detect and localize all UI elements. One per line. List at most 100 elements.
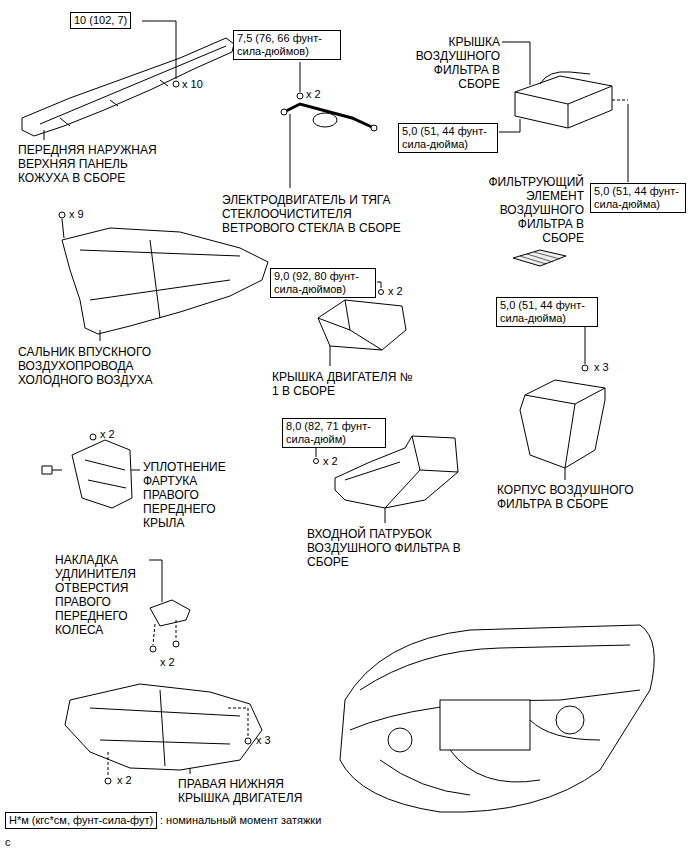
torque-value: 5,0 (51, 44 фунт-сила-дюйма): [402, 125, 494, 151]
torque-box: 8,0 (82, 71 фунт-сила-дюйм): [282, 418, 386, 448]
filter-pleats: [520, 252, 560, 264]
engine-cover-outline: [318, 300, 406, 350]
leader-line: [142, 21, 176, 79]
engine-hoses: [380, 720, 600, 795]
torque-value: 5,0 (51, 44 фунт-сила-дюйма): [594, 185, 682, 211]
leader-line: [377, 282, 381, 288]
bolt: [105, 778, 111, 784]
torque-value: 5,0 (51, 44 фунт-сила-дюйма): [500, 299, 594, 325]
cowl-panel-outline: [22, 38, 234, 136]
clip: [42, 466, 62, 474]
clip-line: [153, 620, 176, 645]
leader-line: [190, 768, 191, 774]
leader-line: [300, 62, 301, 92]
intake-seal: [62, 228, 268, 334]
engine-block: [440, 700, 530, 750]
bolt: [173, 81, 179, 87]
filter-element: [513, 250, 566, 266]
clamp-line: [612, 100, 628, 101]
seal-detail: [80, 240, 240, 318]
torque-box: 9,0 (92, 80 фунт-сила-дюймов): [270, 268, 376, 298]
wiper-pivot: [371, 125, 377, 131]
leader-line: [565, 468, 566, 480]
part-name: ВХОДНОЙ ПАТРУБОК ВОЗДУШНОГО ФИЛЬТРА В СБ…: [307, 527, 472, 569]
filter-outline: [513, 250, 566, 266]
leader-line: [628, 104, 629, 182]
torque-value: 7,5 (76, 66 фунт-сила-дюймов): [237, 32, 337, 58]
quantity-label: x 2: [160, 656, 175, 669]
torque-box: 10 (102, 7): [70, 12, 131, 29]
leader-line: [330, 346, 331, 366]
case-detail: [525, 388, 605, 468]
bolt: [90, 434, 96, 440]
bolt: [245, 738, 251, 744]
torque-box: 7,5 (76, 66 фунт-сила-дюймов): [233, 30, 341, 60]
legend-note: : номинальный момент затяжки: [160, 814, 321, 827]
fender-seal: [72, 440, 132, 508]
leader-line: [44, 130, 45, 140]
part-name: УПЛОТНЕНИЕ ФАРТУКА ПРАВОГО ПЕРЕДНЕГО КРЫ…: [143, 460, 238, 530]
wiper-pivot: [281, 109, 287, 115]
cowl-panel-detail: [40, 46, 226, 126]
engine-cover: [318, 300, 406, 350]
part-name: ПРАВАЯ НИЖНЯЯ КРЫШКА ДВИГАТЕЛЯ: [178, 777, 328, 805]
fender-seal-detail: [85, 460, 126, 488]
under-cover-detail: [90, 690, 240, 766]
part-name: КРЫШКА ДВИГАТЕЛЯ № 1 В СБОРЕ: [272, 370, 417, 398]
leader-line: [502, 42, 530, 85]
part-name: КРЫШКА ВОЗДУШНОГО ФИЛЬТРА В СБОРЕ: [410, 35, 500, 91]
bolt: [379, 290, 384, 295]
bolt: [582, 365, 588, 371]
leader-line: [385, 508, 386, 523]
bolt-line: [108, 752, 109, 776]
leader-line: [499, 119, 520, 132]
torque-box: 5,0 (51, 44 фунт-сила-дюйма): [590, 183, 686, 213]
torque-box: 5,0 (51, 44 фунт-сила-дюйма): [398, 123, 498, 153]
torque-value: Н*м (кгс*см, фунт-сила-фут): [9, 814, 153, 827]
leader-line: [149, 560, 162, 602]
quantity-label: x 3: [256, 734, 271, 747]
leader-line: [100, 330, 101, 341]
part-name: ПЕРЕДНЯЯ НАРУЖНАЯ ВЕРХНЯЯ ПАНЕЛЬ КОЖУХА …: [18, 143, 178, 185]
wheel-moulding: [150, 600, 190, 626]
quantity-label: x 10: [182, 78, 203, 91]
figure-code: c: [5, 836, 11, 849]
part-name: НАКЛАДКА УДЛИНИТЕЛЯ ОТВЕРСТИЯ ПРАВОГО ПЕ…: [55, 553, 145, 637]
engine-bay: [340, 625, 654, 812]
case-outline: [520, 380, 605, 468]
torque-value: 8,0 (82, 71 фунт-сила-дюйм): [286, 420, 382, 446]
fender-seal-outline: [72, 440, 132, 508]
part-name: КОРПУС ВОЗДУШНОГО ФИЛЬТРА В СБОРЕ: [497, 483, 657, 511]
cowl-panel: [22, 38, 234, 136]
leader-line: [316, 448, 317, 457]
torque-box: Н*м (кгс*см, фунт-сила-фут): [5, 812, 157, 829]
seal-outline: [62, 228, 268, 334]
clip: [173, 641, 179, 647]
leader-line: [290, 114, 291, 188]
part-name: ФИЛЬТРУЮЩИЙ ЭЛЕМЕНТ ВОЗДУШНОГО ФИЛЬТРА В…: [486, 175, 584, 245]
leader-line: [131, 470, 140, 471]
clip: [150, 646, 156, 652]
quantity-label: x 2: [323, 455, 338, 468]
wiper-motor: [313, 113, 337, 127]
engine-cover-detail: [318, 300, 382, 350]
part-name: ЭЛЕКТРОДВИГАТЕЛЬ И ТЯГА СТЕКЛООЧИСТИТЕЛЯ…: [222, 193, 422, 235]
quantity-label: x 2: [117, 774, 132, 787]
quantity-label: x 9: [69, 208, 84, 221]
torque-value: 9,0 (92, 80 фунт-сила-дюймов): [274, 270, 372, 296]
bolt: [297, 93, 303, 99]
wiper-link-bar: [284, 104, 374, 128]
wiper-link: [281, 104, 377, 131]
engine-bay-outline: [340, 625, 654, 812]
torque-box: 5,0 (51, 44 фунт-сила-дюйма): [496, 297, 598, 327]
quantity-label: x 2: [388, 285, 403, 298]
leader-line: [585, 326, 586, 364]
under-cover-outline: [65, 684, 262, 770]
bolt: [59, 212, 65, 218]
under-cover: [65, 684, 262, 770]
torque-value: 10 (102, 7): [74, 14, 127, 27]
bolt-line: [228, 708, 248, 736]
quantity-label: x 2: [100, 428, 115, 441]
engine-part: [556, 706, 584, 734]
